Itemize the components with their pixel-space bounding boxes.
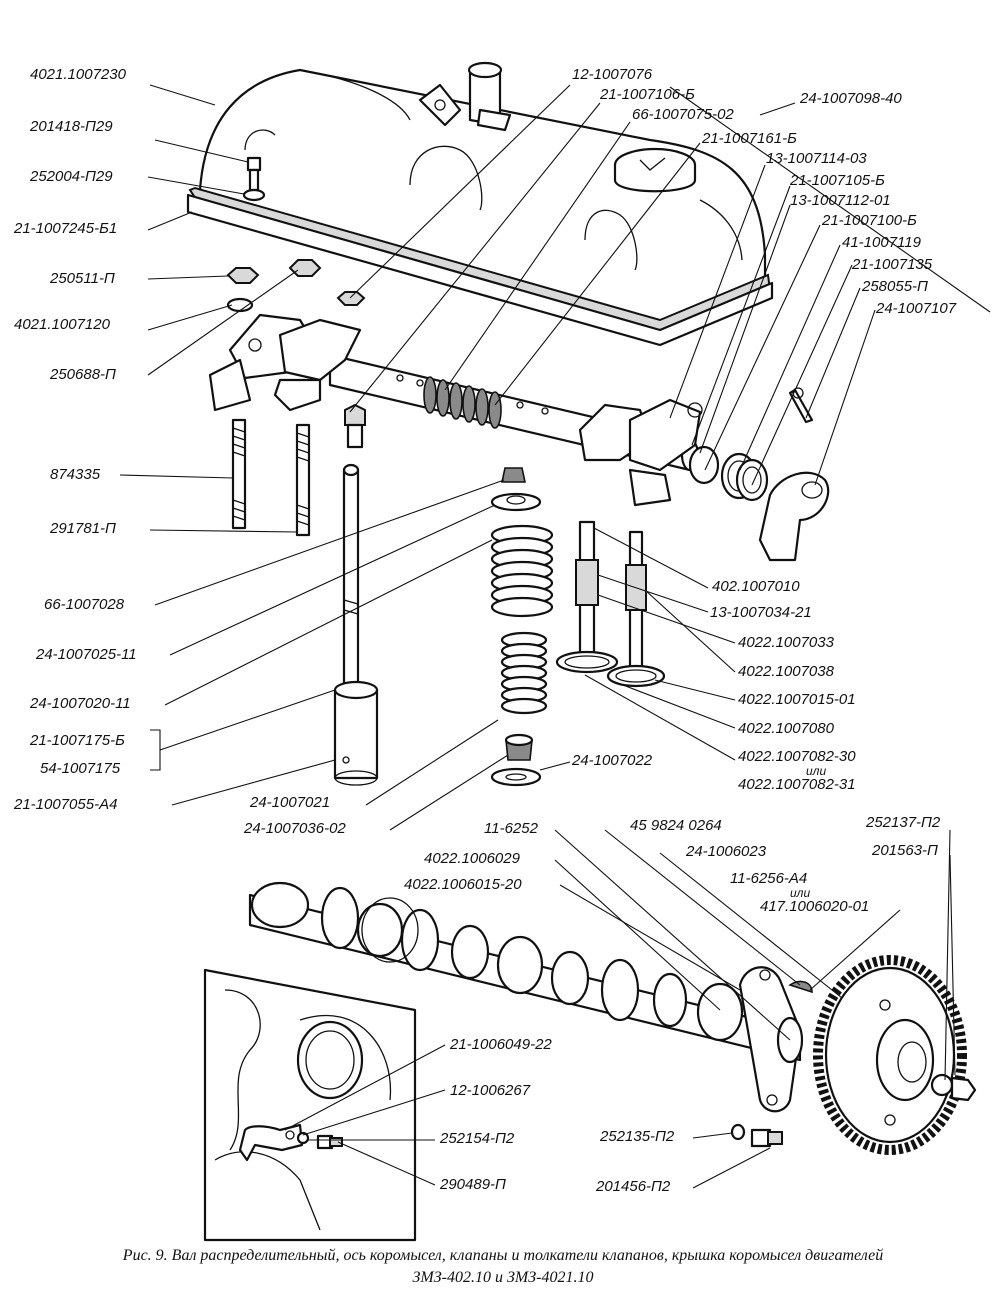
label-13-1007034-21: 13-1007034-21 [710, 604, 812, 621]
label-66-1007075-02: 66-1007075-02 [632, 106, 734, 123]
label-11-6256-a4: 11-6256-А4 [730, 870, 808, 887]
outer-valve-spring [490, 524, 554, 618]
label-12-1006267: 12-1006267 [450, 1082, 531, 1099]
label-13-1007112-01: 13-1007112-01 [790, 192, 891, 209]
label-21-1007161-b: 21-1007161-Б [702, 130, 797, 147]
label-4022-1007082-30: 4022.1007082-30 [738, 748, 856, 765]
label-4022-1007082-31: 4022.1007082-31 [738, 776, 856, 793]
label-4022-1007038: 4022.1007038 [738, 663, 834, 680]
label-or-2: или [790, 886, 811, 900]
label-290489-p: 290489-П [440, 1176, 506, 1193]
label-54-1007175: 54-1007175 [40, 760, 121, 777]
leader-lines [119, 84, 991, 1189]
label-24-1007025-11: 24-1007025-11 [36, 646, 137, 663]
adjusting-screw [344, 403, 366, 449]
label-21-1007105-b: 21-1007105-Б [790, 172, 885, 189]
valve-stem-seal [504, 733, 534, 761]
nut-washer-set [226, 259, 366, 313]
valve-tappet [333, 680, 379, 786]
label-201563-p: 201563-П [872, 842, 938, 859]
label-252137-p2: 252137-П2 [866, 814, 941, 831]
label-21-1007175-b: 21-1007175-Б [30, 732, 125, 749]
label-21-1007106-b: 21-1007106-Б [600, 86, 695, 103]
camshaft [248, 881, 802, 1062]
label-252135-p2: 252135-П2 [600, 1128, 675, 1145]
label-258055-p: 258055-П [862, 278, 928, 295]
push-rod [342, 463, 360, 692]
label-250688-p: 250688-П [50, 366, 116, 383]
label-4022-1007015-01: 4022.1007015-01 [738, 691, 856, 708]
label-21-1007055-a4: 21-1007055-А4 [14, 796, 118, 813]
label-201418-p29: 201418-П29 [30, 118, 113, 135]
label-4021-1007230: 4021.1007230 [30, 66, 126, 83]
shaft-spring [423, 376, 502, 429]
rocker-arm-left [208, 313, 362, 412]
label-24-1006023: 24-1006023 [686, 843, 767, 860]
rocker-arm-right [578, 398, 703, 507]
label-24-1007021: 24-1007021 [250, 794, 331, 811]
label-12-1007076: 12-1007076 [572, 66, 653, 83]
label-4022-1006015-20: 4022.1006015-20 [404, 876, 522, 893]
label-or-1: или [806, 764, 827, 778]
label-417-1006020-01: 417.1006020-01 [760, 898, 870, 915]
cover-bolt [242, 156, 266, 202]
label-11-6252: 11-6252 [484, 820, 538, 837]
label-4022-1006029: 4022.1006029 [424, 850, 520, 867]
label-24-1007107: 24-1007107 [876, 300, 957, 317]
stud-291781 [295, 423, 311, 537]
label-21-1007245-b1: 21-1007245-Б1 [14, 220, 118, 237]
woodruff-key [788, 980, 813, 994]
camshaft-gear [813, 955, 967, 1155]
label-4021-1007120: 4021.1007120 [14, 316, 110, 333]
figure-caption-line-2: ЗМЗ-402.10 и ЗМЗ-4021.10 [412, 1269, 594, 1286]
label-24-1007098-40: 24-1007098-40 [800, 90, 902, 107]
figure-caption-line-1: Рис. 9. Вал распределительный, ось кором… [122, 1247, 884, 1264]
label-250511-p: 250511-П [50, 270, 115, 287]
label-874335: 874335 [50, 466, 101, 483]
stud-874335 [231, 418, 247, 530]
label-24-1007022: 24-1007022 [572, 752, 653, 769]
inner-valve-spring [500, 631, 548, 715]
label-291781-p: 291781-П [50, 520, 116, 537]
label-41-1007119: 41-1007119 [842, 234, 921, 251]
label-21-1007135: 21-1007135 [852, 256, 933, 273]
valve-cotter [501, 467, 526, 483]
label-201456-p2: 201456-П2 [596, 1178, 671, 1195]
spring-plate [490, 492, 542, 512]
inset-detail [203, 968, 417, 1242]
gear-bolt [930, 1073, 977, 1102]
label-21-1006049-22: 21-1006049-22 [450, 1036, 552, 1053]
valve-spring-washer [490, 767, 542, 787]
flange-bolt-washer [730, 1123, 783, 1148]
label-252004-p29: 252004-П29 [30, 168, 113, 185]
label-21-1007100-b: 21-1007100-Б [822, 212, 917, 229]
shaft-end-parts [688, 387, 830, 562]
label-66-1007028: 66-1007028 [44, 596, 125, 613]
label-252154-p2: 252154-П2 [440, 1130, 515, 1147]
exhaust-valve [606, 530, 666, 688]
label-402-1007010: 402.1007010 [712, 578, 800, 595]
label-24-1007020-11: 24-1007020-11 [30, 695, 131, 712]
label-4022-1007080: 4022.1007080 [738, 720, 834, 737]
label-45-9824-0264: 45 9824 0264 [630, 817, 722, 834]
label-13-1007114-03: 13-1007114-03 [766, 150, 867, 167]
rocker-cover [186, 61, 774, 347]
label-4022-1007033: 4022.1007033 [738, 634, 834, 651]
intake-valve [555, 520, 619, 674]
label-24-1007036-02: 24-1007036-02 [244, 820, 346, 837]
